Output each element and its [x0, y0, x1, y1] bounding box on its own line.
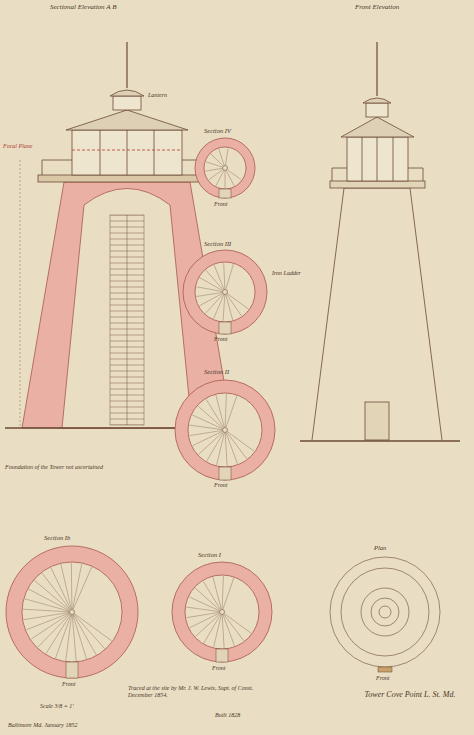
tower-section	[183, 250, 267, 334]
annotation: Sectional Elevation A B	[50, 3, 170, 11]
annotation: Front	[376, 675, 406, 682]
drawing-title: Tower Cove Point L. St. Md.	[360, 690, 460, 699]
annotation: Section IV	[204, 127, 254, 134]
tower-plan	[330, 557, 440, 672]
annotation: Front	[212, 665, 242, 672]
stairs	[110, 215, 144, 425]
lantern	[72, 130, 182, 175]
annotation: Front	[214, 336, 244, 343]
annotation: Focal Plane	[3, 143, 39, 150]
tower-interior	[62, 189, 192, 429]
annotation: Front	[214, 482, 244, 489]
annotation: Front Elevation	[355, 3, 435, 11]
annotation: Lantern	[148, 92, 188, 99]
annotation: Section II	[204, 368, 259, 375]
gallery-deck	[38, 175, 216, 182]
tower-outline	[312, 188, 442, 440]
annotation: Scale 3/8 = 1'	[40, 703, 110, 710]
annotation: Plan	[374, 544, 404, 551]
annotation: Built 1828	[215, 712, 275, 719]
annotation: Section I	[198, 551, 248, 558]
tower-section	[172, 562, 272, 662]
annotation: Section III	[204, 240, 259, 247]
annotation: Front	[214, 201, 244, 208]
annotation: Foundation of the Tower not ascertained	[5, 464, 120, 471]
tower-section	[175, 380, 275, 480]
annotation: Section Ib	[44, 534, 99, 541]
tower-section	[6, 546, 138, 678]
annotation: Baltimore Md. January 1852	[8, 722, 138, 729]
tower-section	[195, 138, 255, 198]
annotation: Traced at the site by Mr. J. W. Lewis, S…	[128, 685, 278, 699]
annotation: Front	[62, 681, 92, 688]
door	[365, 402, 389, 440]
annotation: Iron Ladder	[272, 270, 327, 277]
